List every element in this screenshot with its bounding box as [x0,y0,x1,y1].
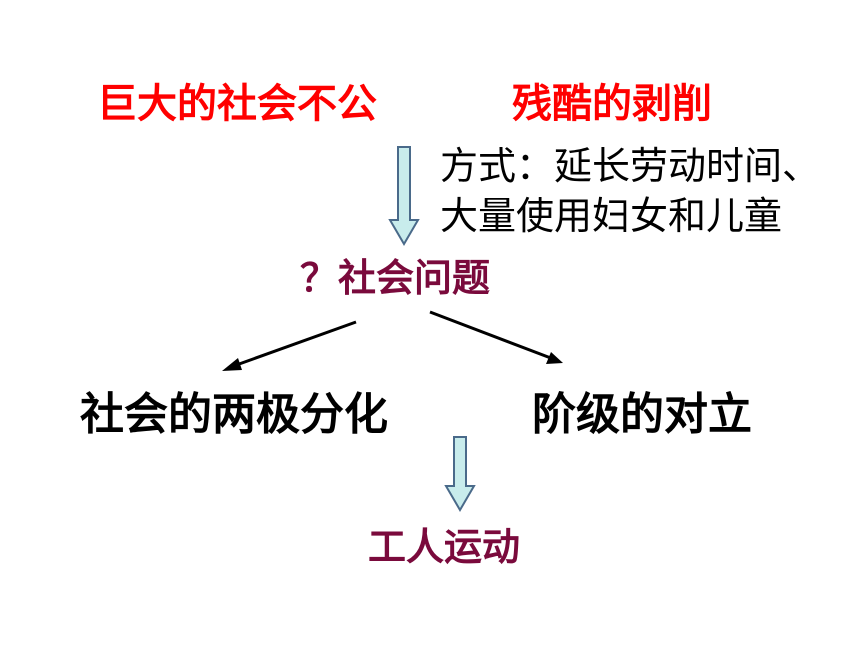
method-line-2: 大量使用妇女和儿童 [440,194,783,238]
down-arrow-to-social-problem [388,146,420,246]
arrow-to-class-opposition [429,310,563,364]
node-labor-movement: 工人运动 [368,525,521,569]
node-class-opposition: 阶级的对立 [532,389,752,440]
method-line-1: 方式：延长劳动时间、 [440,144,821,188]
down-arrow-to-labor-movement [444,436,476,512]
node-polarization: 社会的两极分化 [80,389,388,440]
node-exploitation: 残酷的剥削 [512,81,712,127]
node-social-problem: ？社会问题 [300,256,491,300]
arrow-to-polarization [222,320,357,371]
node-inequality: 巨大的社会不公 [97,81,377,127]
